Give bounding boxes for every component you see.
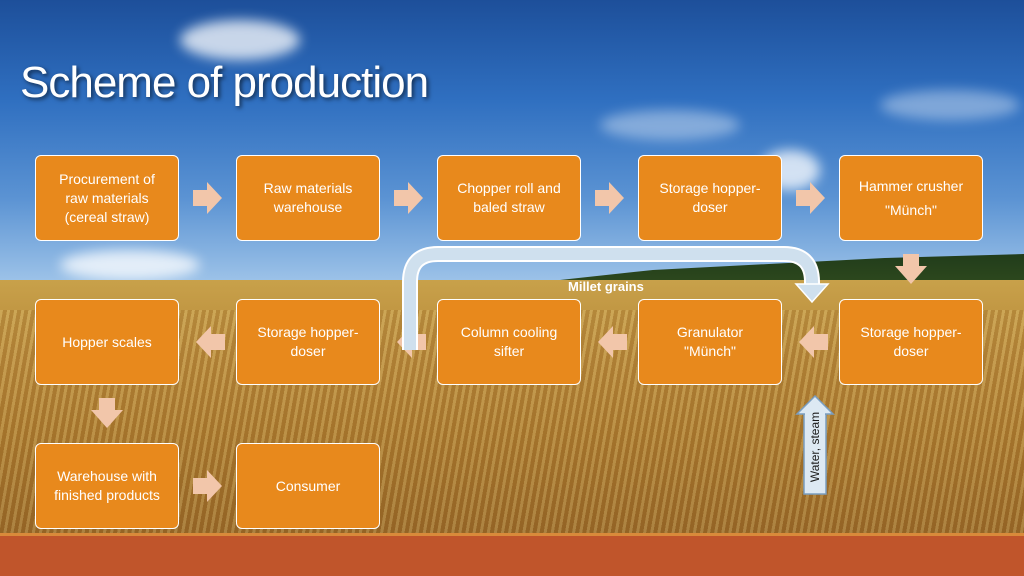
box-raw-warehouse: Raw materials warehouse <box>236 155 380 241</box>
box-warehouse-finished: Warehouse with finished products <box>35 443 179 529</box>
box-granulator: Granulator "Münch" <box>638 299 782 385</box>
box-hopper-scales: Hopper scales <box>35 299 179 385</box>
cloud <box>60 250 200 280</box>
box-storage-hopper-1: Storage hopper- doser <box>638 155 782 241</box>
box-cooling-sifter: Column cooling sifter <box>437 299 581 385</box>
box-chopper: Chopper roll and baled straw <box>437 155 581 241</box>
millet-grains-label: Millet grains <box>568 279 644 294</box>
cloud <box>180 20 300 60</box>
box-consumer: Consumer <box>236 443 380 529</box>
water-steam-label: Water, steam <box>808 411 822 483</box>
cloud <box>600 110 740 140</box>
slide-title: Scheme of production <box>20 58 429 107</box>
box-storage-hopper-3: Storage hopper- doser <box>839 299 983 385</box>
footer-bar <box>0 536 1024 576</box>
box-storage-hopper-2: Storage hopper- doser <box>236 299 380 385</box>
box-procurement: Procurement of raw materials (cereal str… <box>35 155 179 241</box>
footer-line <box>0 533 1024 536</box>
cloud <box>880 90 1020 120</box>
box-hammer-crusher: Hammer crusher "Münch" <box>839 155 983 241</box>
